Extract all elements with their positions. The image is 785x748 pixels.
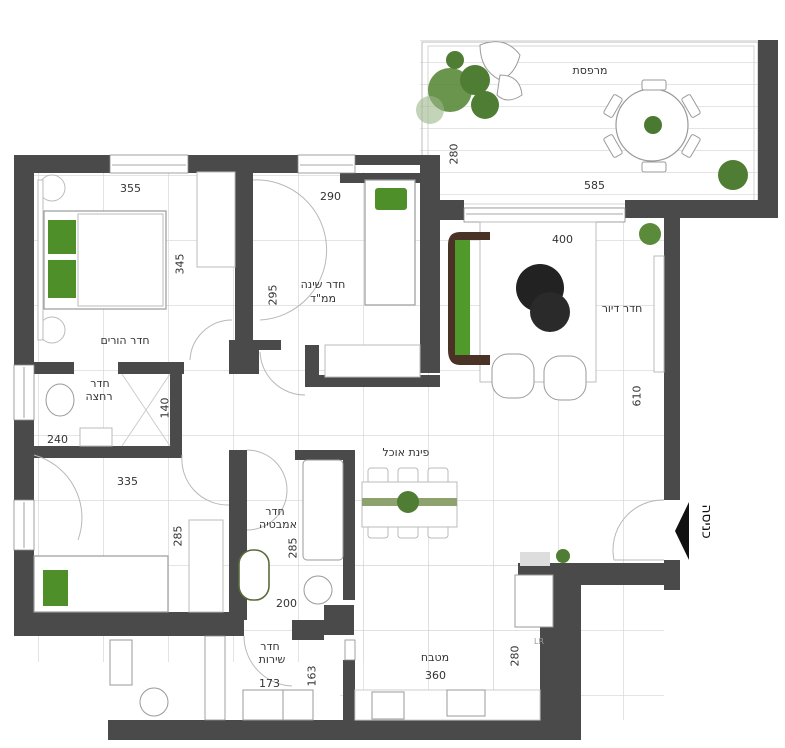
master-bedroom-depth: 345	[173, 253, 187, 275]
kitchen-appliance-tag: LR	[534, 637, 545, 646]
safe-room-label-2: ממ"ד	[309, 292, 336, 305]
living-room-depth: 610	[630, 385, 644, 407]
balcony-plants	[416, 41, 748, 190]
kitchen-label: מטבח	[420, 651, 450, 664]
bathroom-depth: 285	[286, 537, 300, 559]
master-bedroom-width: 355	[120, 182, 141, 195]
balcony-width: 585	[584, 179, 605, 192]
utility-label-2: שירות	[258, 653, 286, 666]
master-bath-width: 240	[47, 433, 68, 446]
safe-room-width: 290	[320, 190, 341, 203]
utility-depth: 163	[305, 665, 319, 687]
arrow-left-icon	[675, 502, 689, 560]
master-bath-label-2: רחצה	[85, 390, 113, 403]
kitchen-fixtures	[354, 549, 570, 721]
master-bath-label-1: חדר	[90, 377, 110, 390]
utility-width: 173	[259, 677, 280, 690]
bathroom-width: 200	[276, 597, 297, 610]
living-room-furniture	[448, 221, 665, 401]
bedroom-2-depth: 285	[171, 525, 185, 547]
bathroom-label-2: אמבטיה	[259, 518, 297, 531]
kitchen-width: 360	[425, 669, 446, 682]
kitchen-depth: 280	[508, 645, 522, 667]
dining-label: פינת אוכל	[382, 446, 430, 459]
safe-room-label-1: חדר שינה	[300, 278, 346, 291]
utility-label-1: חדר	[260, 640, 280, 653]
living-room-width: 400	[552, 233, 573, 246]
doors	[33, 179, 665, 687]
master-wardrobe	[196, 171, 236, 268]
master-bedroom-label: חדר הורים	[100, 334, 150, 347]
master-bath-depth: 140	[158, 397, 172, 419]
master-bath-fixtures	[45, 373, 171, 447]
safe-room-bed	[364, 179, 416, 306]
dining-table	[361, 467, 458, 539]
bedroom-2-width: 335	[117, 475, 138, 488]
bathroom-fixtures	[238, 459, 344, 605]
safe-room-wardrobe	[324, 344, 421, 378]
utility-fixtures	[109, 639, 314, 721]
bathroom-label-1: חדר	[265, 505, 285, 518]
balcony-depth: 280	[447, 143, 461, 165]
safe-room-depth: 295	[266, 284, 280, 306]
balcony-dining-set	[603, 79, 701, 173]
living-room-label: חדר דיור	[601, 302, 643, 315]
balcony-label: מרפסת	[572, 64, 608, 77]
bedroom-2-furniture	[33, 519, 224, 613]
windows	[13, 154, 626, 721]
entrance-label: כניסה	[698, 504, 715, 539]
master-bed	[37, 174, 167, 344]
